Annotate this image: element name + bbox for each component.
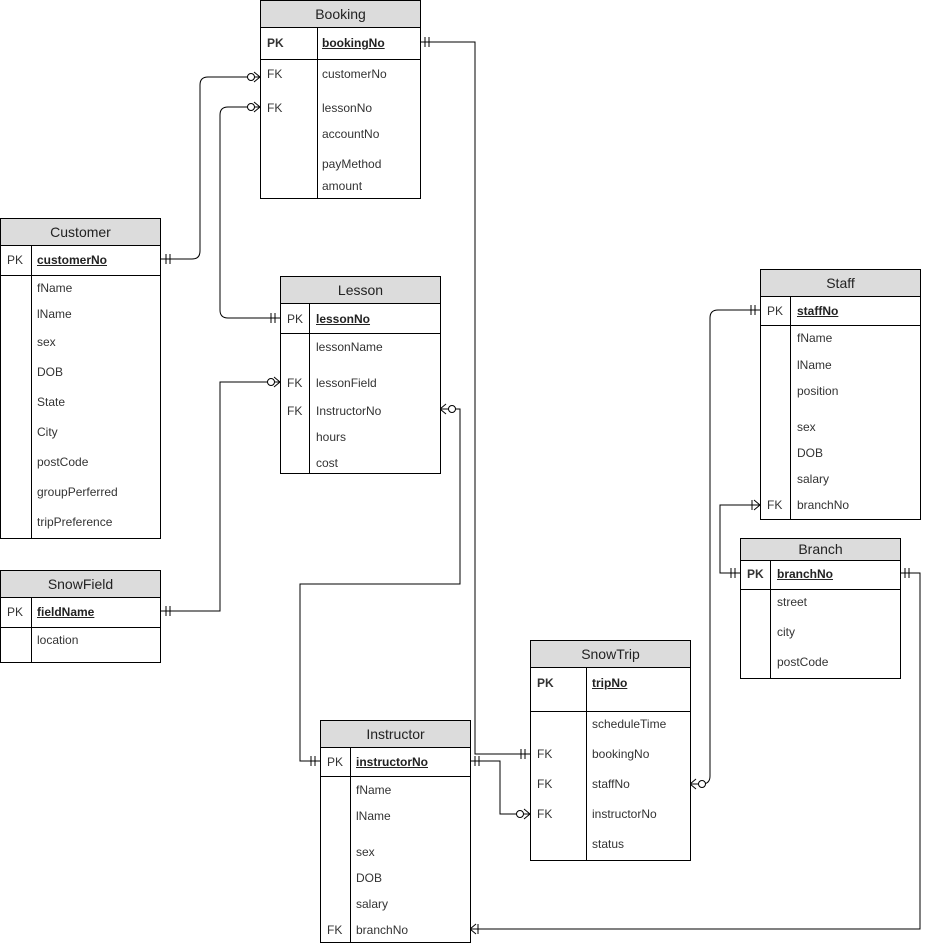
- rel-booking-snowtrip: [420, 37, 530, 759]
- rel-lesson-booking: [219, 101, 280, 323]
- instructor-field-fname: fName: [356, 783, 392, 797]
- lesson-field-lessonname: lessonName: [316, 340, 383, 354]
- booking-entity[interactable]: Booking PK bookingNo FK customerNo FK le…: [260, 0, 421, 199]
- staff-field-salary: salary: [797, 472, 830, 486]
- snowtrip-title: SnowTrip: [531, 641, 690, 668]
- instructor-title: Instructor: [321, 721, 470, 748]
- snowtrip-field-instructorno: instructorNo: [592, 807, 657, 821]
- customer-title: Customer: [1, 219, 160, 246]
- booking-field-amount: amount: [322, 179, 363, 193]
- snowtrip-field-status: status: [592, 837, 625, 851]
- customer-field-sex: sex: [37, 335, 56, 349]
- customer-pk-key: PK: [7, 253, 24, 267]
- snowfield-title: SnowField: [1, 571, 160, 598]
- customer-field-dob: DOB: [37, 365, 64, 379]
- snowtrip-fk1-key: FK: [537, 747, 553, 761]
- rel-branch-staff: [719, 499, 761, 578]
- lesson-fk2-key: FK: [287, 404, 303, 418]
- snowfield-field-location: location: [37, 633, 79, 647]
- staff-pk-key: PK: [767, 304, 784, 318]
- branch-pk-field: branchNo: [777, 567, 834, 581]
- booking-title: Booking: [261, 1, 420, 28]
- branch-entity[interactable]: Branch PK branchNo street city postCode: [740, 538, 901, 679]
- staff-pk-field: staffNo: [797, 304, 839, 318]
- snowfield-pk-key: PK: [7, 605, 24, 619]
- staff-title: Staff: [761, 270, 920, 297]
- instructor-pk-key: PK: [327, 755, 344, 769]
- booking-fk1-key: FK: [267, 67, 283, 81]
- booking-field-accountno: accountNo: [322, 127, 380, 141]
- customer-field-lname: lName: [37, 307, 72, 321]
- lesson-field-instructorno: InstructorNo: [316, 404, 382, 418]
- instructor-fk-key: FK: [327, 923, 343, 937]
- customer-field-city: City: [37, 425, 58, 439]
- booking-fk2-key: FK: [267, 101, 283, 115]
- branch-field-city: city: [777, 625, 795, 639]
- lesson-field-cost: cost: [316, 456, 339, 470]
- staff-field-dob: DOB: [797, 446, 824, 460]
- snowtrip-pk-field: tripNo: [592, 676, 628, 690]
- lesson-entity[interactable]: Lesson PK lessonNo lessonName FK lessonF…: [280, 276, 441, 474]
- customer-field-trippreference: tripPreference: [37, 515, 113, 529]
- customer-field-fname: fName: [37, 281, 73, 295]
- booking-pk-field: bookingNo: [322, 36, 385, 50]
- lesson-title: Lesson: [281, 277, 440, 304]
- staff-field-fname: fName: [797, 331, 833, 345]
- branch-field-street: street: [777, 595, 808, 609]
- instructor-field-sex: sex: [356, 845, 375, 859]
- snowtrip-field-staffno: staffNo: [592, 777, 630, 791]
- snowfield-entity[interactable]: SnowField PK fieldName location: [0, 570, 161, 663]
- rel-customer-booking: [161, 71, 261, 264]
- lesson-pk-field: lessonNo: [316, 312, 371, 326]
- booking-pk-key: PK: [267, 36, 284, 50]
- booking-field-customerno: customerNo: [322, 67, 387, 81]
- rel-staff-snowtrip: [689, 305, 760, 790]
- branch-title: Branch: [741, 539, 900, 561]
- staff-entity[interactable]: Staff PK staffNo fName lName position se…: [760, 269, 921, 520]
- instructor-entity[interactable]: Instructor PK instructorNo fName lName s…: [320, 720, 471, 943]
- staff-field-sex: sex: [797, 420, 816, 434]
- customer-pk-field: customerNo: [37, 253, 108, 267]
- branch-field-postcode: postCode: [777, 655, 829, 669]
- snowtrip-field-bookingno: bookingNo: [592, 747, 650, 761]
- customer-field-state: State: [37, 395, 66, 409]
- instructor-field-salary: salary: [356, 897, 389, 911]
- booking-field-paymethod: payMethod: [322, 157, 382, 171]
- lesson-fk1-key: FK: [287, 376, 303, 390]
- customer-field-postcode: postCode: [37, 455, 89, 469]
- staff-field-branchno: branchNo: [797, 498, 850, 512]
- rel-branch-instructor: [469, 568, 921, 935]
- snowtrip-field-scheduletime: scheduleTime: [592, 717, 667, 731]
- booking-field-lessonno: lessonNo: [322, 101, 373, 115]
- staff-field-lname: lName: [797, 358, 832, 372]
- rel-instructor-snowtrip: [470, 756, 531, 820]
- snowfield-pk-field: fieldName: [37, 605, 95, 619]
- instructor-field-branchno: branchNo: [356, 923, 409, 937]
- snowtrip-fk2-key: FK: [537, 777, 553, 791]
- branch-pk-key: PK: [747, 567, 764, 581]
- instructor-pk-field: instructorNo: [356, 755, 428, 769]
- lesson-field-lessonfield: lessonField: [316, 376, 377, 390]
- lesson-field-hours: hours: [316, 430, 347, 444]
- instructor-field-dob: DOB: [356, 871, 383, 885]
- customer-entity[interactable]: Customer PK customerNo fName lName sex D…: [0, 218, 161, 539]
- staff-fk-key: FK: [767, 498, 783, 512]
- snowtrip-fk3-key: FK: [537, 807, 553, 821]
- snowtrip-pk-key: PK: [537, 676, 554, 690]
- snowtrip-entity[interactable]: SnowTrip PK tripNo scheduleTime FK booki…: [530, 640, 691, 861]
- rel-snowfield-lesson: [161, 376, 281, 616]
- customer-field-groupperferred: groupPerferred: [37, 485, 118, 499]
- instructor-field-lname: lName: [356, 809, 391, 823]
- rel-instructor-lesson: [299, 403, 461, 766]
- staff-field-position: position: [797, 384, 839, 398]
- lesson-pk-key: PK: [287, 312, 304, 326]
